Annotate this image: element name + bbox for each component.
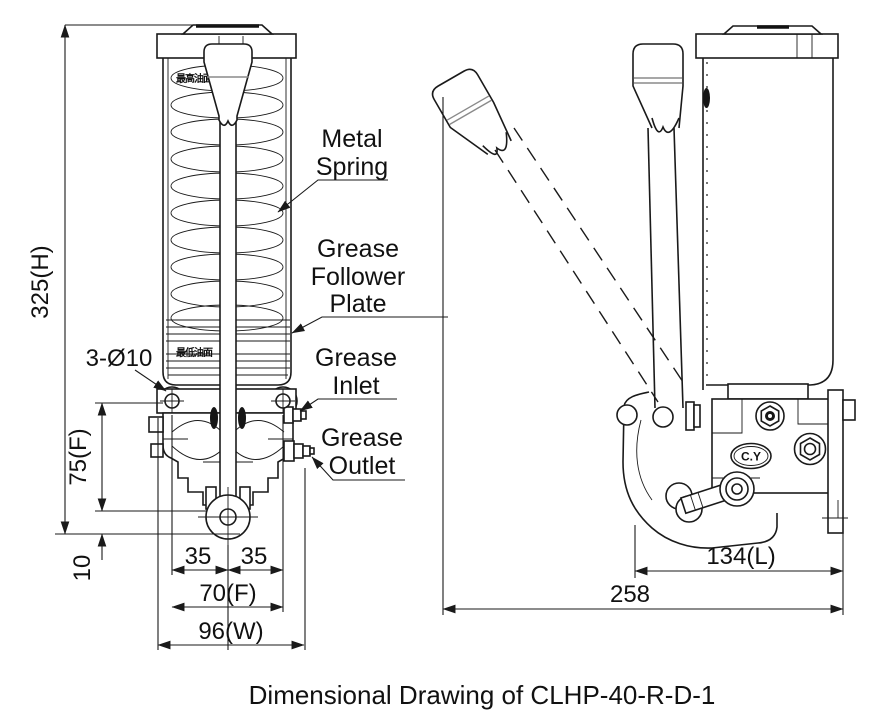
pivot-boss-left: [210, 407, 218, 429]
grease-inlet-fitting: [283, 406, 307, 424]
plunger-knob: [203, 43, 253, 127]
side-view: C.Y: [428, 25, 856, 549]
dim-mounting-holes: 3-Ø10: [86, 345, 153, 372]
pivot-boss-right: [238, 407, 246, 429]
callout-grease-outlet: Grease Outlet: [311, 424, 405, 481]
svg-text:Plate: Plate: [330, 290, 387, 318]
svg-text:Spring: Spring: [316, 153, 388, 181]
front-view: 最高油面 最低油面: [148, 24, 315, 547]
dim-base-offset: 10: [69, 555, 96, 582]
svg-text:Metal: Metal: [321, 125, 382, 153]
bottom-mounting-eye: [198, 487, 258, 547]
svg-text:Grease: Grease: [321, 424, 403, 452]
body-tab-lower: [150, 443, 164, 458]
callout-metal-spring: Metal Spring: [277, 125, 388, 213]
svg-text:Follower: Follower: [311, 263, 405, 291]
dim-height: 325(H): [27, 245, 54, 318]
callout-grease-inlet: Grease Inlet: [299, 344, 397, 412]
min-oil-level-marking: 最低油面: [176, 346, 213, 359]
dim-hole-vertical: 75(F): [65, 428, 92, 485]
dim-half-span-left: 35: [185, 543, 212, 570]
brand-logo: C.Y: [730, 442, 772, 470]
wall-mount-bracket: [822, 389, 856, 534]
svg-text:Grease: Grease: [317, 235, 399, 263]
lever-pin: [652, 406, 674, 428]
plunger-rod: [203, 36, 253, 505]
svg-text:Outlet: Outlet: [329, 452, 396, 480]
filler-cap: [180, 24, 275, 35]
dimension-annotations-front: 325(H) 75(F) 10 35 35 70(F) 96(W) 3-Ø10: [27, 24, 306, 650]
grease-reservoir-side: [695, 25, 839, 390]
grease-outlet-fitting: [283, 440, 315, 462]
side-hex-bolt: [793, 432, 827, 466]
body-tab-upper: [148, 416, 164, 433]
max-oil-level-marking: 最高油面: [176, 72, 213, 85]
brand-logo-text: C.Y: [741, 450, 761, 464]
dim-hole-span: 70(F): [199, 580, 256, 607]
link-arm: [679, 471, 755, 515]
callout-labels: Metal Spring Grease Follower Plate Greas…: [277, 125, 448, 481]
hand-lever-swung-position: [428, 65, 686, 403]
callout-grease-follower-plate: Grease Follower Plate: [291, 235, 448, 334]
oil-sight-mark: [703, 88, 710, 108]
svg-text:Grease: Grease: [315, 344, 397, 372]
dim-body-length: 134(L): [706, 543, 775, 570]
dimension-annotations-side: 134(L) 258: [442, 97, 844, 615]
dim-overall-length: 258: [610, 581, 650, 608]
drawing-title: Dimensional Drawing of CLHP-40-R-D-1: [249, 680, 716, 710]
dim-overall-width: 96(W): [198, 618, 263, 645]
pump-body-side: C.Y: [685, 383, 831, 494]
dim-half-span-right: 35: [241, 543, 268, 570]
svg-text:Inlet: Inlet: [332, 372, 379, 400]
top-bolt: [755, 401, 785, 431]
mounting-holes: [160, 389, 295, 413]
hand-lever: [632, 43, 684, 428]
plunger-gland: [685, 401, 695, 431]
